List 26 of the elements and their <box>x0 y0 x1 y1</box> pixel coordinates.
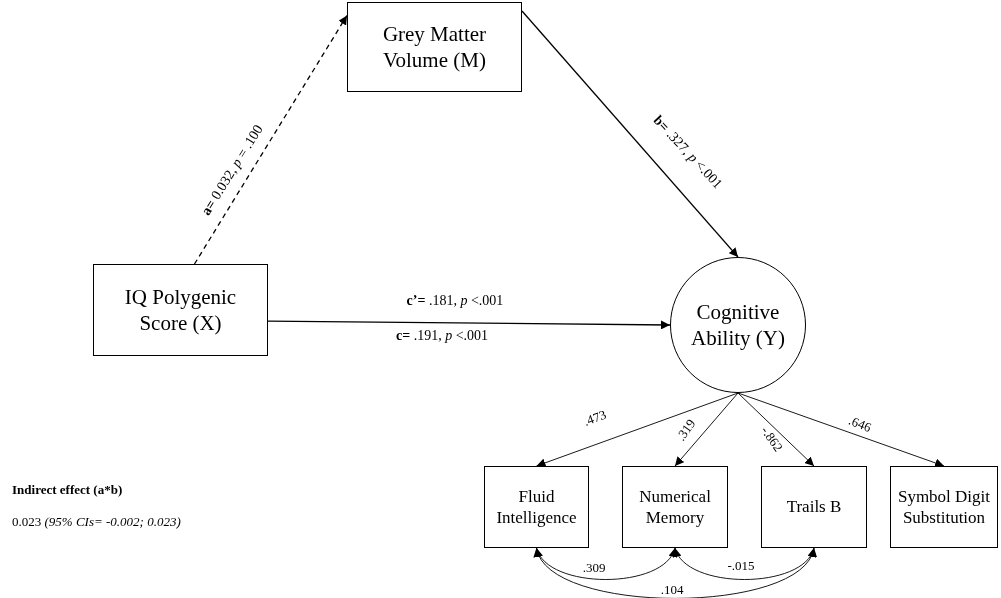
variable-name: Trails B <box>786 496 842 518</box>
variable-box <box>484 466 589 548</box>
path-coefficient: c’= .181, p <.001 <box>406 291 504 310</box>
arrow <box>267 320 671 330</box>
loading-value: .646 <box>845 411 875 437</box>
loading-value: .104 <box>660 581 684 598</box>
variable-box <box>347 2 522 92</box>
loading-value: .319 <box>672 415 700 445</box>
variable-box <box>890 466 998 548</box>
variable-name: Cognitive Ability (Y) <box>690 298 786 352</box>
arrow <box>521 10 739 258</box>
loading-value: .309 <box>582 559 606 578</box>
variable-box <box>93 264 268 356</box>
variable-name: Grey Matter Volume (M) <box>381 20 488 74</box>
arrow <box>193 14 348 265</box>
loading-value: .473 <box>581 405 609 431</box>
loading-value: -.015 <box>727 557 755 576</box>
variable-box <box>761 466 867 548</box>
indirect-effect-heading: Indirect effect (a*b) <box>12 481 123 499</box>
variable-name: Symbol Digit Substitution <box>896 485 992 529</box>
path-coefficient: c= .191, p <.001 <box>396 327 489 345</box>
variable-name: IQ Polygenic Score (X) <box>123 283 238 337</box>
variable-name: Fluid Intelligence <box>495 485 578 529</box>
variable-box <box>622 466 728 548</box>
indirect-effect-value: 0.023 (95% CIs= -0.002; 0.023) <box>12 513 181 531</box>
variable-name: Numerical Memory <box>638 485 712 529</box>
